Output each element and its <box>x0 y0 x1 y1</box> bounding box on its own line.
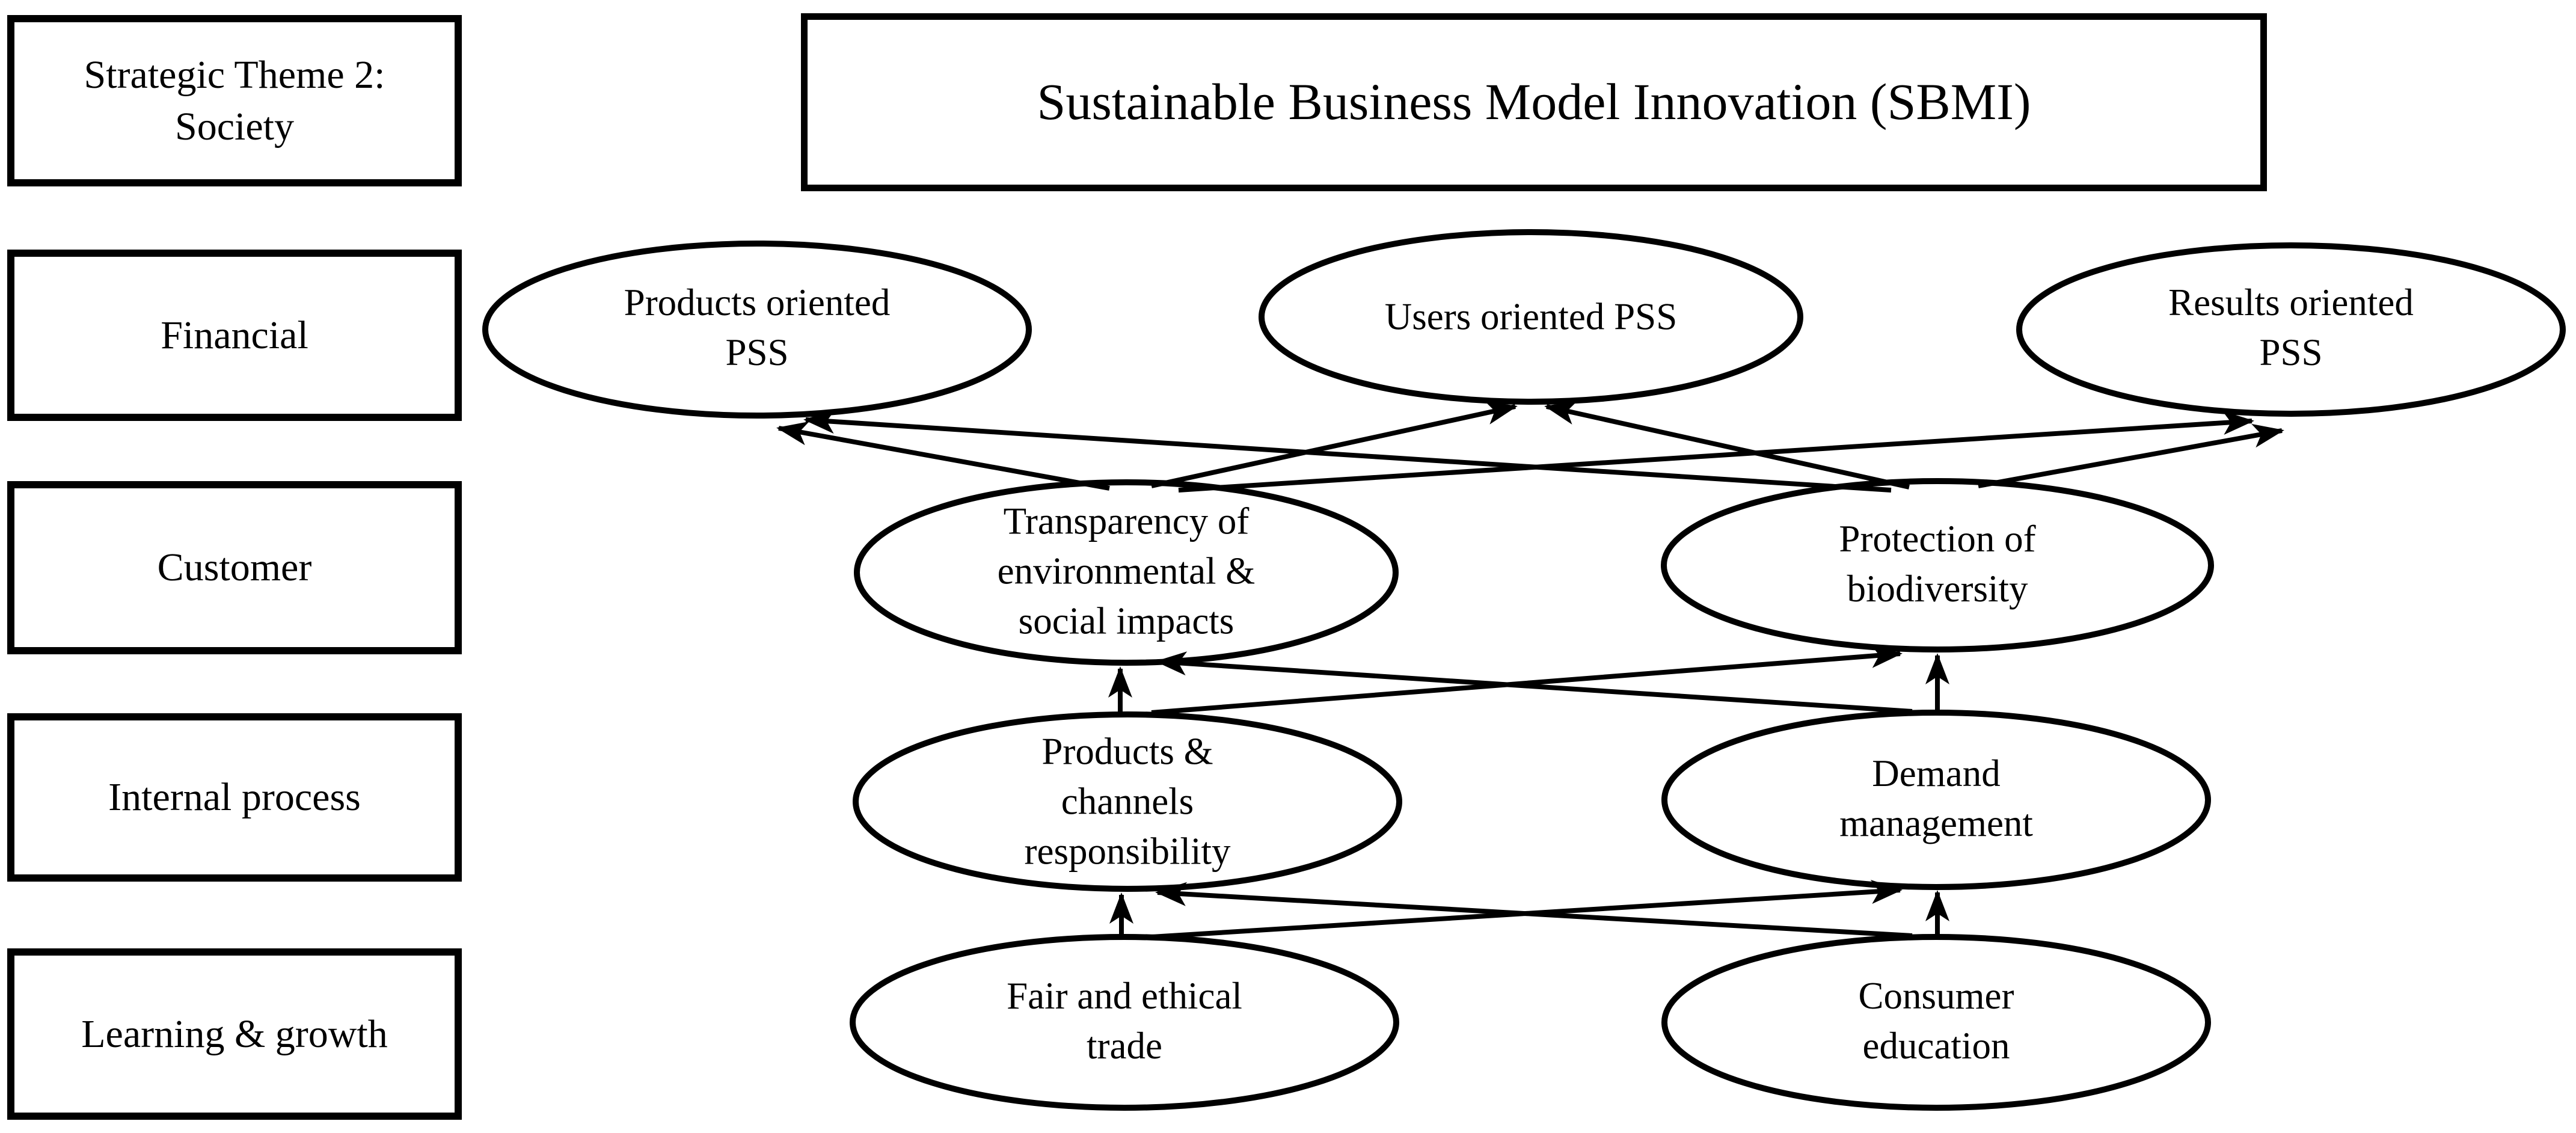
node-label-biodiversity: Protection of biodiversity <box>1839 517 2036 610</box>
node-label-consumer-education: Consumer education <box>1858 974 2014 1067</box>
ellipse-users-pss <box>1259 229 1803 405</box>
perspective-label-learning-growth: Learning & growth <box>81 1012 388 1056</box>
node-label-fair-trade: Fair and ethical trade <box>1007 974 1242 1067</box>
ellipse-products-channels <box>853 711 1402 892</box>
ellipse-biodiversity <box>1661 478 2214 652</box>
sbmi-title: Sustainable Business Model Innovation (S… <box>1037 73 2031 131</box>
arrow-biodiversity-to-products-pss <box>803 410 1892 493</box>
node-label-products-channels: Products & channels responsibility <box>1024 730 1231 873</box>
node-label-users-pss: Users oriented PSS <box>1384 295 1678 338</box>
node-label-demand: Demand management <box>1839 752 2033 844</box>
ellipse-results-pss <box>2016 242 2566 417</box>
arrow-transparency-to-results-pss <box>1178 411 2254 493</box>
node-label-products-pss: Products oriented PSS <box>624 281 891 373</box>
ellipse-transparency <box>854 479 1399 666</box>
perspective-box-learning-growth: Learning & growth <box>7 948 462 1120</box>
node-label-results-pss: Results oriented PSS <box>2168 281 2414 373</box>
arrow-transparency-to-users-pss <box>1151 401 1518 488</box>
perspective-box-internal-process: Internal process <box>7 713 462 882</box>
arrow-transparency-to-products-pss <box>776 421 1110 491</box>
perspective-box-financial: Financial <box>7 250 462 421</box>
arrow-biodiversity-to-users-pss <box>1544 401 1910 490</box>
node-label-transparency: Transparency of environmental & social i… <box>997 500 1256 642</box>
perspective-label-financial: Financial <box>161 313 308 357</box>
perspective-label-internal-process: Internal process <box>108 775 361 820</box>
strategic-theme-label: Strategic Theme 2: Society <box>84 52 385 149</box>
strategic-theme-box: Strategic Theme 2: Society <box>7 15 462 186</box>
ellipse-fair-trade <box>850 934 1399 1111</box>
arrow-consumer-education-to-products-channels <box>1155 882 1913 938</box>
ellipse-products-pss <box>482 241 1032 419</box>
arrow-biodiversity-to-results-pss <box>1978 423 2284 488</box>
perspective-label-customer: Customer <box>157 545 312 590</box>
arrow-products-channels-to-biodiversity <box>1151 643 1903 715</box>
sbmi-title-box: Sustainable Business Model Innovation (S… <box>801 13 2267 191</box>
perspective-box-customer: Customer <box>7 481 462 654</box>
arrow-demand-to-transparency <box>1155 651 1913 714</box>
